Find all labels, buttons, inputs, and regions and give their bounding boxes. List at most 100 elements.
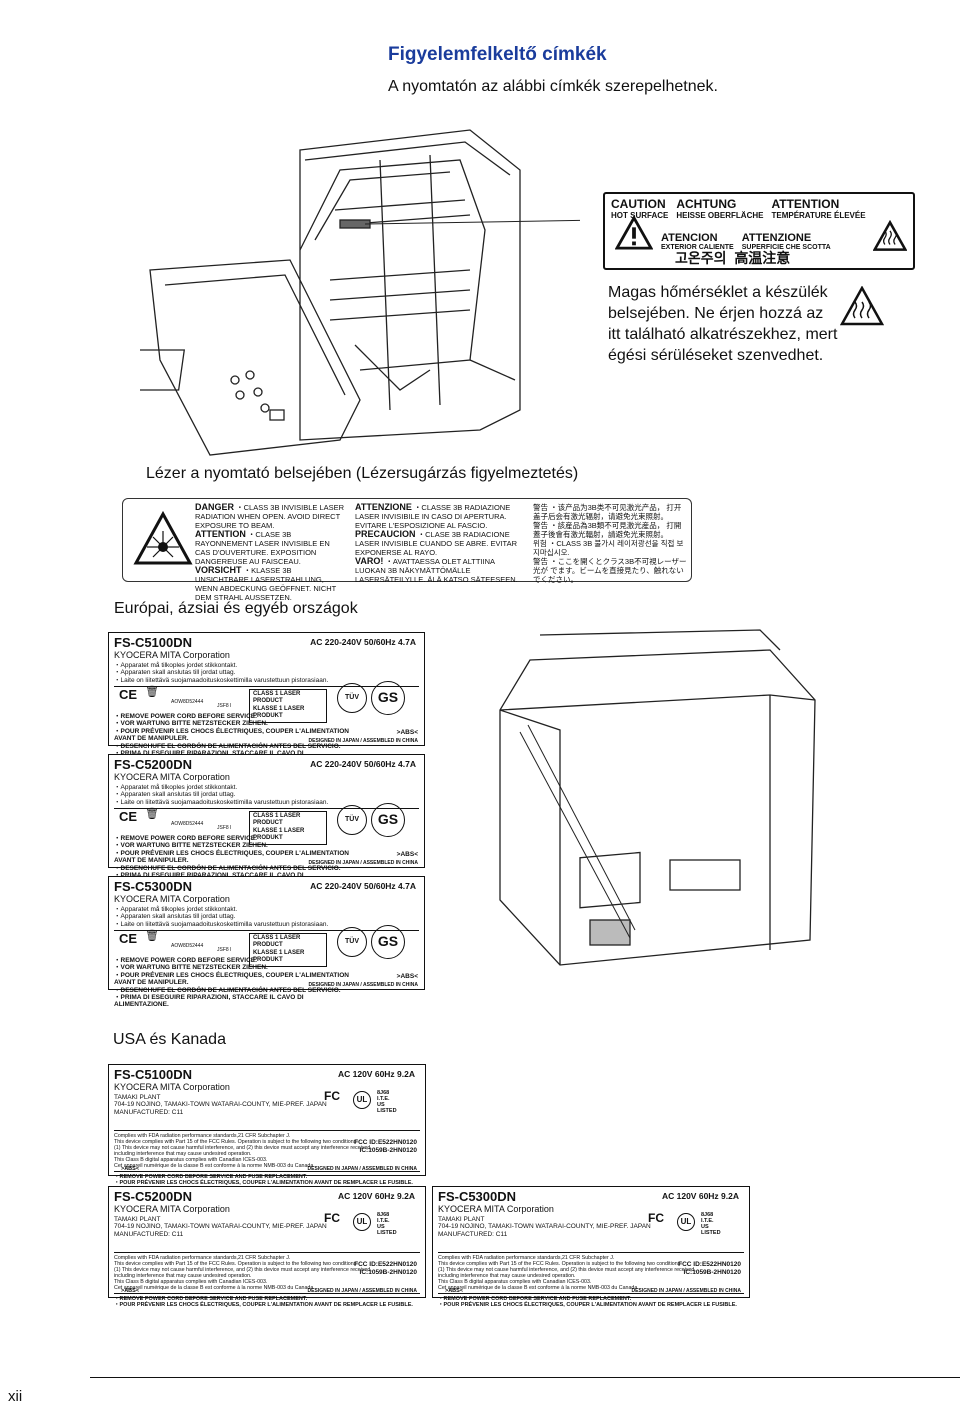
plate-abs: >ABS<	[445, 1287, 464, 1294]
plate-rating: AC 120V 60Hz 9.2A	[661, 1191, 739, 1201]
plate-warning: ・REMOVE POWER CORD BEFORE SERVICE AND FU…	[114, 1174, 308, 1181]
heisse-word: HEISSE OBERFLÄCHE	[676, 211, 764, 220]
plant-line: 704-19 NOJINO, TAMAKI-TOWN WATARAI-COUNT…	[114, 1223, 327, 1231]
plate-warning: ・POUR PRÉVENIR LES CHOCS ÉLECTRIQUES, CO…	[114, 1180, 413, 1187]
plate-warning: ・POUR PRÉVENIR LES CHOCS ÉLECTRIQUES, CO…	[114, 1302, 413, 1309]
plate-code: JSF8 I	[217, 703, 232, 709]
plate-warning: ・POUR PRÉVENIR LES CHOCS ÉLECTRIQUES, CO…	[114, 727, 349, 743]
fcc-line: Cet appareil numérique de la classe B es…	[114, 1163, 315, 1170]
plate-abs: >ABS<	[396, 851, 418, 858]
page-title: Figyelemfelkeltő címkék	[388, 44, 607, 65]
plate-corp: KYOCERA MITA Corporation	[114, 1204, 230, 1214]
plate-line: ・Laite on liitettävä suojamaadoituskoske…	[114, 920, 329, 928]
plate-code: AOW8D52444	[171, 821, 204, 827]
plate-model: FS-C5100DN	[114, 1067, 193, 1082]
plate-code: AOW8D52444	[171, 943, 204, 949]
plate-warning: ・DESENCHUFE EL CORDÓN DE ALIMENTACIÓN AN…	[114, 742, 341, 750]
page-subtitle: A nyomtatón az alábbi címkék szerepelhet…	[388, 78, 718, 95]
plate-designed: DESIGNED IN JAPAN / ASSEMBLED IN CHINA	[307, 1165, 417, 1172]
hot-surface-word: HOT SURFACE	[611, 211, 669, 220]
plate-warning: ・POUR PRÉVENIR LES CHOCS ÉLECTRIQUES, CO…	[114, 971, 349, 987]
plate-code: AOW8D52444	[171, 699, 204, 705]
plant-line: MANUFACTURED: C11	[114, 1108, 184, 1116]
plate-designed: DESIGNED IN JAPAN / ASSEMBLED IN CHINA	[308, 982, 418, 988]
plate-rule	[114, 1171, 420, 1173]
plate-abs: >ABS<	[121, 1287, 140, 1294]
achtung-word: ACHTUNG	[676, 197, 737, 211]
caution-word: CAUTION	[611, 197, 666, 211]
plate-warning: ・PRIMA DI ESEGUIRE RIPARAZIONI, STACCARE…	[114, 994, 304, 1009]
laser-attenzione: ATTENZIONE ・CLASSE 3B RADIAZIONE LASER I…	[355, 502, 511, 531]
fcc-line: This device complies with Part 15 of the…	[114, 1139, 358, 1146]
laser-varo: VARO! ・AVATTAESSA OLET ALTTIINA LUOKAN 3…	[355, 556, 518, 585]
ic-number: IC:1059B-2HN0120	[359, 1147, 417, 1154]
plate-rating: AC 120V 60Hz 9.2A	[337, 1191, 415, 1201]
plate-line: ・Laite on liitettävä suojamaadoituskoske…	[114, 676, 329, 684]
plate-code: JSF8 I	[217, 825, 232, 831]
us-section-title: USA és Kanada	[113, 1031, 226, 1048]
fcc-line: (1) This device may not cause harmful in…	[114, 1267, 372, 1274]
plate-warning: ・REMOVE POWER CORD BEFORE SERVICE.	[114, 957, 257, 964]
plate-rating: AC 120V 60Hz 9.2A	[337, 1069, 415, 1079]
plant-line: 704-19 NOJINO, TAMAKI-TOWN WATARAI-COUNT…	[438, 1223, 651, 1231]
plant-line: MANUFACTURED: C11	[114, 1230, 184, 1238]
plate-line: ・Apparatet må tilkoples jordet stikkonta…	[114, 784, 238, 791]
attention-word: ATTENTION	[771, 197, 840, 211]
plate-rule	[438, 1252, 744, 1254]
ce-mark: CE	[119, 687, 138, 702]
plate-rule	[438, 1293, 744, 1295]
ce-mark: CE	[119, 809, 138, 824]
fcc-id: FCC ID:E522HN0120	[354, 1261, 417, 1268]
printer-open-illustration	[140, 129, 580, 456]
plate-warning: ・DESENCHUFE EL CORDÓN DE ALIMENTACIÓN AN…	[114, 986, 341, 994]
plate-corp: KYOCERA MITA Corporation	[114, 650, 230, 660]
plate-warning: ・REMOVE POWER CORD BEFORE SERVICE AND FU…	[114, 1296, 308, 1303]
fcc-line: Complies with FDA radiation performance …	[114, 1133, 291, 1140]
plate-rule	[114, 1293, 420, 1295]
plate-warning: ・REMOVE POWER CORD BEFORE SERVICE.	[114, 835, 257, 842]
fcc-line: This Class B digital apparatus complies …	[438, 1279, 592, 1286]
plate-line: ・Apparaten skall anslutas till jordat ut…	[114, 669, 236, 677]
laser-korean: 위험 ・CLASS 3B 불가시 레이저광선을 직접 보지마십시오.	[533, 539, 684, 557]
tuv-mark: TÜV	[337, 683, 367, 713]
plate-model: FS-C5100DN	[114, 635, 193, 650]
plate-designed: DESIGNED IN JAPAN / ASSEMBLED IN CHINA	[307, 1287, 417, 1294]
plate-rating: AC 220-240V 50/60Hz 4.7A	[310, 881, 416, 891]
plate-model: FS-C5200DN	[114, 1189, 193, 1204]
plate-warning: ・REMOVE POWER CORD BEFORE SERVICE AND FU…	[438, 1296, 632, 1303]
plate-rating: AC 220-240V 50/60Hz 4.7A	[310, 759, 416, 769]
fcc-id: FCC ID:E522HN0120	[678, 1261, 741, 1268]
plate-corp: KYOCERA MITA Corporation	[438, 1204, 554, 1214]
fcc-line: including interference that may cause un…	[114, 1151, 252, 1158]
fcc-line: (1) This device may not cause harmful in…	[438, 1267, 696, 1274]
fcc-line: Complies with FDA radiation performance …	[114, 1255, 291, 1262]
weee-bin-icon: 🗑	[145, 686, 159, 698]
plate-line: ・Apparatet må tilkoples jordet stikkonta…	[114, 906, 238, 913]
eu-section-title: Európai, ázsiai és egyéb országok	[114, 600, 358, 617]
laser-vorsicht: VORSICHT ・KLASSE 3B UNSICHTBARE LASERSTR…	[195, 565, 337, 603]
fcc-line: This device complies with Part 15 of the…	[438, 1261, 682, 1268]
plate-warning: ・VOR WARTUNG BITTE NETZSTECKER ZIEHEN.	[114, 964, 268, 972]
plate-rule	[114, 686, 419, 688]
plate-model: FS-C5300DN	[438, 1189, 517, 1204]
plate-abs: >ABS<	[396, 973, 418, 980]
plant-line: TAMAKI PLANT	[438, 1216, 485, 1223]
plate-corp: KYOCERA MITA Corporation	[114, 894, 230, 904]
warning-triangle-icon	[615, 216, 653, 250]
gs-mark: GS	[371, 681, 405, 715]
plate-rule	[114, 808, 419, 810]
plate-designed: DESIGNED IN JAPAN / ASSEMBLED IN CHINA	[308, 738, 418, 744]
fcc-mark: FC	[324, 1211, 340, 1225]
plant-line: TAMAKI PLANT	[114, 1094, 161, 1101]
plate-rating: AC 220-240V 50/60Hz 4.7A	[310, 637, 416, 647]
plate-designed: DESIGNED IN JAPAN / ASSEMBLED IN CHINA	[631, 1287, 741, 1294]
footer-rule	[90, 1377, 960, 1378]
weee-bin-icon: 🗑	[145, 808, 159, 820]
laser-japanese: 警告 ・ここを開くとクラス3B不可視レーザー光が でます。ビームを直接見たり、触…	[533, 557, 687, 584]
